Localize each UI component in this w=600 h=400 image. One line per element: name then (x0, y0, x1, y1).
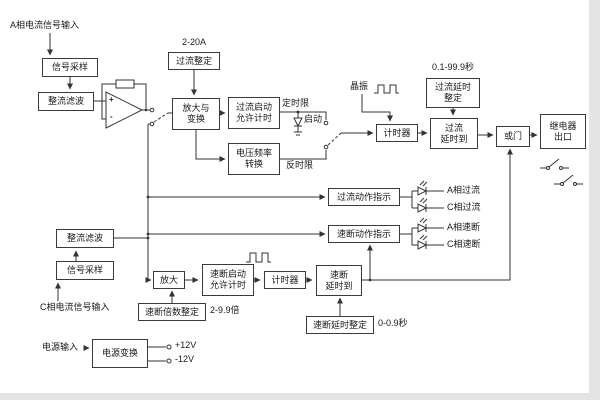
block-or-gate: 或门 (496, 126, 530, 147)
block-signal-sample-c: 信号采样 (56, 261, 114, 280)
block-relay-out: 继电器 出口 (540, 114, 586, 149)
label-phase-a-input: A相电流信号输入 (10, 20, 80, 30)
label-v-plus: +12V (175, 340, 197, 350)
label-qb-delay-range: 0-0.9秒 (378, 318, 408, 328)
block-amp-convert: 放大与 变换 (172, 98, 220, 130)
block-qb-delay-setting: 速断延时整定 (306, 316, 374, 334)
block-oc-setting: 过流整定 (168, 52, 220, 70)
block-rect-filter-c: 整流滤波 (56, 229, 114, 248)
block-qb-multiple-setting: 速断倍数整定 (138, 303, 206, 321)
label-definite-time: 定时限 (282, 98, 310, 108)
block-rect-filter-a: 整流滤波 (38, 92, 94, 111)
label-inverse-time: 反时限 (286, 160, 314, 170)
block-signal-sample-a: 信号采样 (42, 58, 98, 77)
label-opamp-plus: + (109, 95, 114, 104)
block-qb-action-indicator: 速断动作指示 (328, 225, 400, 243)
label-a-overcurrent: A相过流 (447, 185, 481, 195)
block-oc-timer: 计时器 (376, 124, 418, 142)
label-oc-range: 2-20A (181, 37, 207, 47)
label-a-quickbreak: A相速断 (447, 222, 481, 232)
label-c-overcurrent: C相过流 (447, 202, 481, 212)
block-power-convert: 电源变换 (92, 339, 148, 368)
block-oc-start-timer: 过流启动 允许计时 (228, 97, 280, 129)
label-start: 启动 (304, 114, 323, 124)
block-qb-timer: 计时器 (264, 271, 306, 289)
label-phase-c-input: C相电流信号输入 (40, 302, 110, 312)
label-crystal: 晶振 (350, 81, 369, 91)
label-qb-multiple-range: 2-9.9倍 (210, 305, 240, 315)
block-amp: 放大 (153, 271, 185, 289)
block-qb-delay-reached: 速断 延时到 (316, 265, 362, 296)
label-power-input: 电源输入 (42, 342, 79, 352)
block-vf-convert: 电压频率 转换 (228, 143, 280, 175)
block-qb-start-timer: 速断启动 允许计时 (202, 264, 254, 296)
block-oc-action-indicator: 过流动作指示 (328, 188, 400, 206)
label-c-quickbreak: C相速断 (447, 239, 481, 249)
block-oc-delay-reached: 过流 延时到 (430, 118, 478, 149)
label-opamp-minus: - (110, 112, 113, 121)
label-v-minus: -12V (175, 354, 195, 364)
label-oc-delay-range: 0.1-99.9秒 (431, 62, 475, 72)
block-oc-delay-setting: 过流延时 整定 (426, 78, 480, 108)
